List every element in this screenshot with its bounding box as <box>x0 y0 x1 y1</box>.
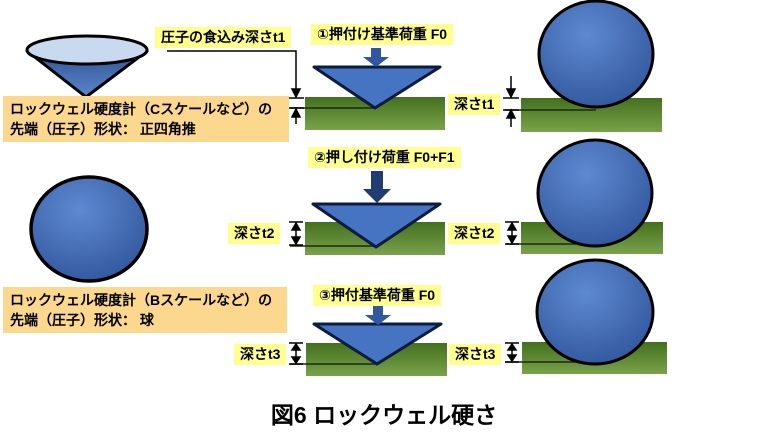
step2-load-label: ②押し付け荷重 F0+F1 <box>308 147 461 168</box>
ball-indenter-icon <box>29 175 149 283</box>
cone-indenter-caption-line2: 先端（圧子）形状： 正四角推 <box>10 121 196 137</box>
cone-indenter-caption-line1: ロックウェル硬度計（Cスケールなど）の <box>10 101 273 117</box>
figure-caption: 図6 ロックウェル硬さ <box>270 402 498 428</box>
step3-ball-indenter <box>535 258 655 366</box>
ball-indenter-caption-line1: ロックウェル硬度計（Bスケールなど）の <box>10 292 273 308</box>
step1-ball-indenter <box>537 0 655 109</box>
step2-pyramid-indenter <box>311 202 442 249</box>
ball-indenter-caption-line2: 先端（圧子）形状： 球 <box>10 312 154 328</box>
step1-load-label: ①押付け基準荷重 F0 <box>311 24 454 45</box>
step3-depth-label-right: 深さt3 <box>449 344 502 365</box>
step2-right-dimension-marker <box>505 221 519 245</box>
step2-depth-label-left: 深さt2 <box>228 223 281 244</box>
step2-ball-indenter <box>536 138 654 248</box>
step2-load-arrow-icon <box>363 171 391 203</box>
step2-ball-diagram <box>506 138 663 254</box>
step1-pyramid-indenter <box>312 65 442 110</box>
cone-indenter-icon <box>25 34 149 99</box>
step3-left-dimension-marker <box>289 342 303 365</box>
callout-leader-line <box>167 50 304 124</box>
step3-ball-diagram <box>505 258 667 374</box>
step2-left-dimension-marker <box>289 221 303 246</box>
step1-right-dimension-marker <box>503 76 519 127</box>
step1-pyramid-diagram <box>290 48 445 130</box>
step2-pyramid-diagram <box>290 171 445 255</box>
step3-load-arrow-icon <box>365 306 391 325</box>
step1-depth-label-right: 深さt1 <box>448 94 501 115</box>
step2-depth-label-right: 深さt2 <box>448 223 501 244</box>
cone-indenter-caption: ロックウェル硬度計（Cスケールなど）の 先端（圧子）形状： 正四角推 <box>3 96 289 142</box>
step3-load-label: ③押付基準荷重 F0 <box>313 285 442 306</box>
callout-label: 圧子の食込み深さt1 <box>155 27 292 48</box>
step3-pyramid-diagram <box>290 306 447 376</box>
step3-depth-label-left: 深さt3 <box>234 344 287 365</box>
step3-right-dimension-marker <box>505 342 519 363</box>
step1-ball-diagram <box>505 0 662 132</box>
ball-indenter-caption: ロックウェル硬度計（Bスケールなど）の 先端（圧子）形状： 球 <box>3 287 287 333</box>
step1-load-arrow-icon <box>363 48 389 67</box>
